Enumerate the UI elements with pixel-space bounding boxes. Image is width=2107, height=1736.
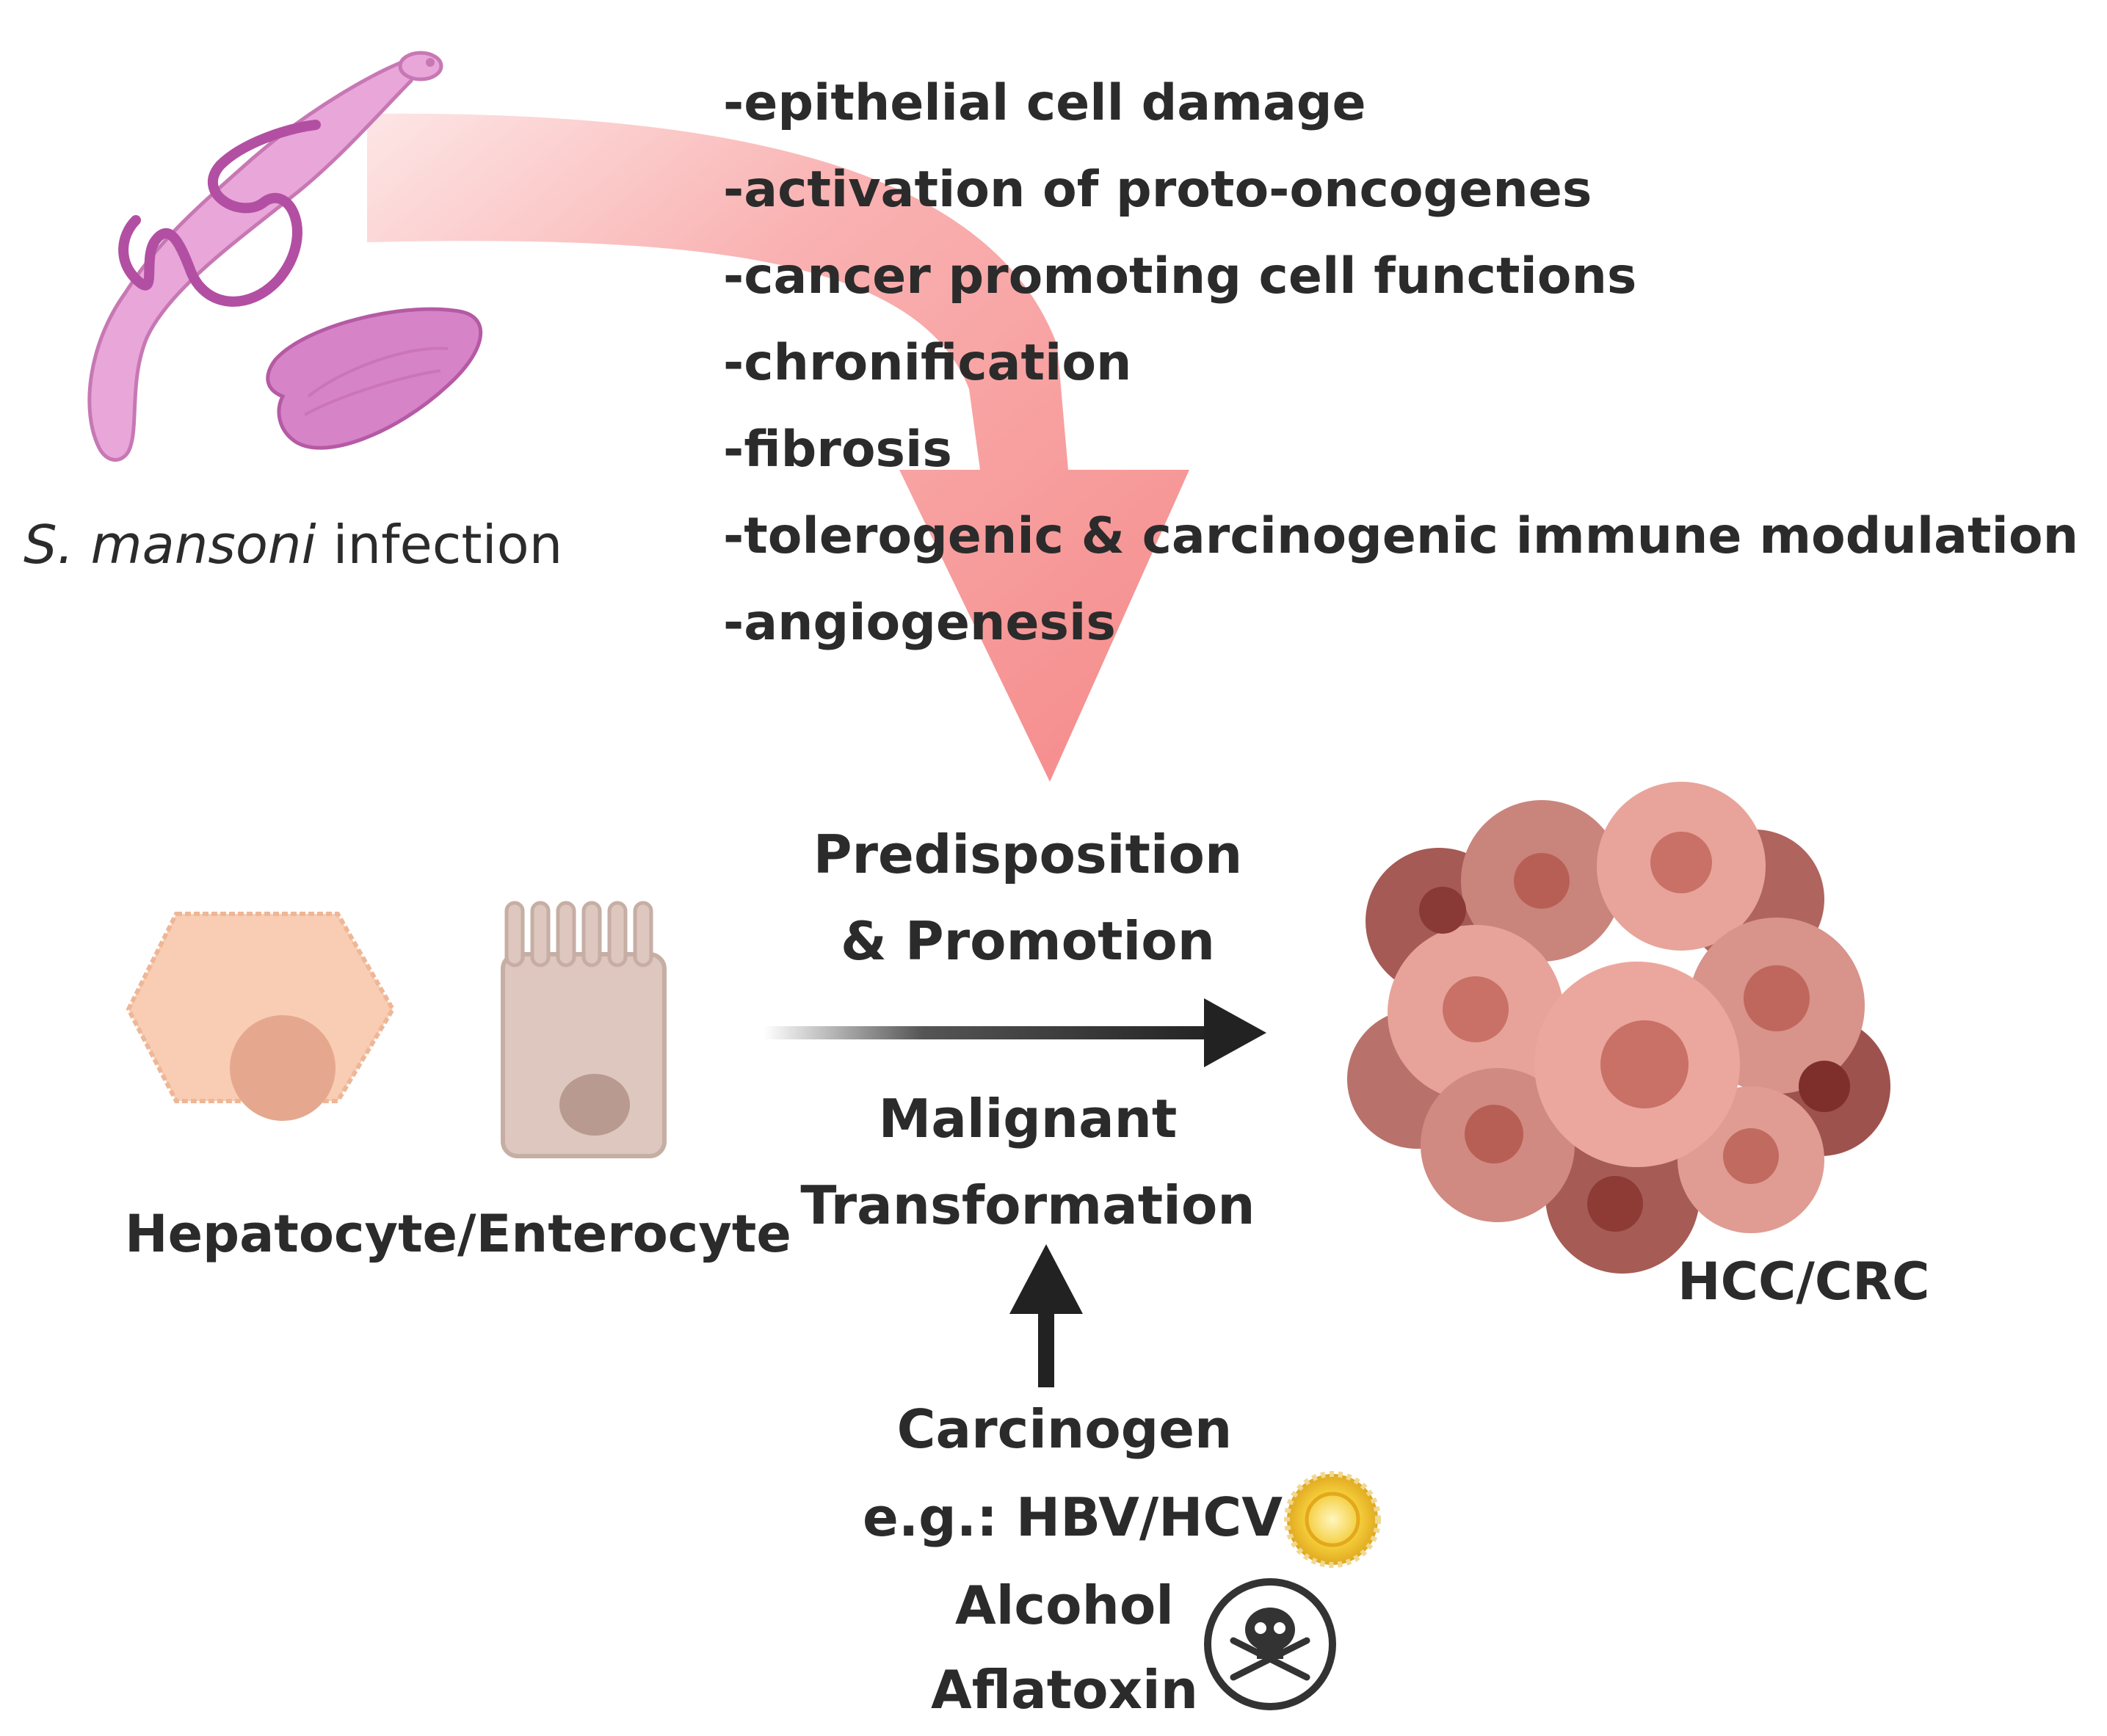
effect-item: -cancer promoting cell functions: [723, 247, 1637, 305]
carcinogen-aflatoxin: Aflatoxin: [931, 1659, 1198, 1721]
effects-list: -epithelial cell damage -activation of p…: [723, 60, 2078, 667]
species-name: S. mansoni: [23, 514, 316, 575]
effect-item: -tolerogenic & carcinogenic immune modul…: [723, 507, 2078, 565]
effect-item: -chronification: [723, 334, 1132, 392]
carcinogen-alcohol: Alcohol: [955, 1575, 1174, 1636]
enterocyte-icon: [501, 901, 667, 1158]
poison-skull-icon: [1204, 1578, 1336, 1710]
effect-item: -fibrosis: [723, 421, 952, 479]
carcinogen-virus: e.g.: HBV/HCV: [863, 1486, 1283, 1548]
carcinogen-title: Carcinogen: [896, 1398, 1233, 1460]
infection-label: S. mansoni infection: [23, 514, 562, 575]
predisposition-line2: & Promotion: [841, 910, 1215, 972]
effect-item: -epithelial cell damage: [723, 74, 1366, 132]
predisposition-line1: Predisposition: [813, 824, 1243, 885]
cells-label: Hepatocyte/Enterocyte: [125, 1204, 791, 1264]
infection-effect-arrow: [367, 113, 1189, 782]
tumor-label: HCC/CRC: [1678, 1252, 1930, 1312]
effect-item: -angiogenesis: [723, 594, 1116, 652]
transformation-label: Malignant Transformation: [800, 1075, 1255, 1249]
virus-icon: [1284, 1471, 1381, 1568]
transformation-arrow: [764, 998, 1266, 1067]
effect-item: -activation of proto-oncogenes: [723, 161, 1592, 219]
schistosoma-worm-icon: [87, 51, 483, 462]
predisposition-label: Predisposition & Promotion: [800, 811, 1255, 984]
infection-suffix: infection: [316, 514, 563, 575]
transformation-line2: Transformation: [800, 1174, 1255, 1236]
hepatocyte-icon: [126, 912, 396, 1121]
transformation-line1: Malignant: [878, 1088, 1178, 1150]
carcinogen-arrow: [1009, 1244, 1083, 1387]
tumor-cluster-icon: [1347, 782, 1890, 1274]
